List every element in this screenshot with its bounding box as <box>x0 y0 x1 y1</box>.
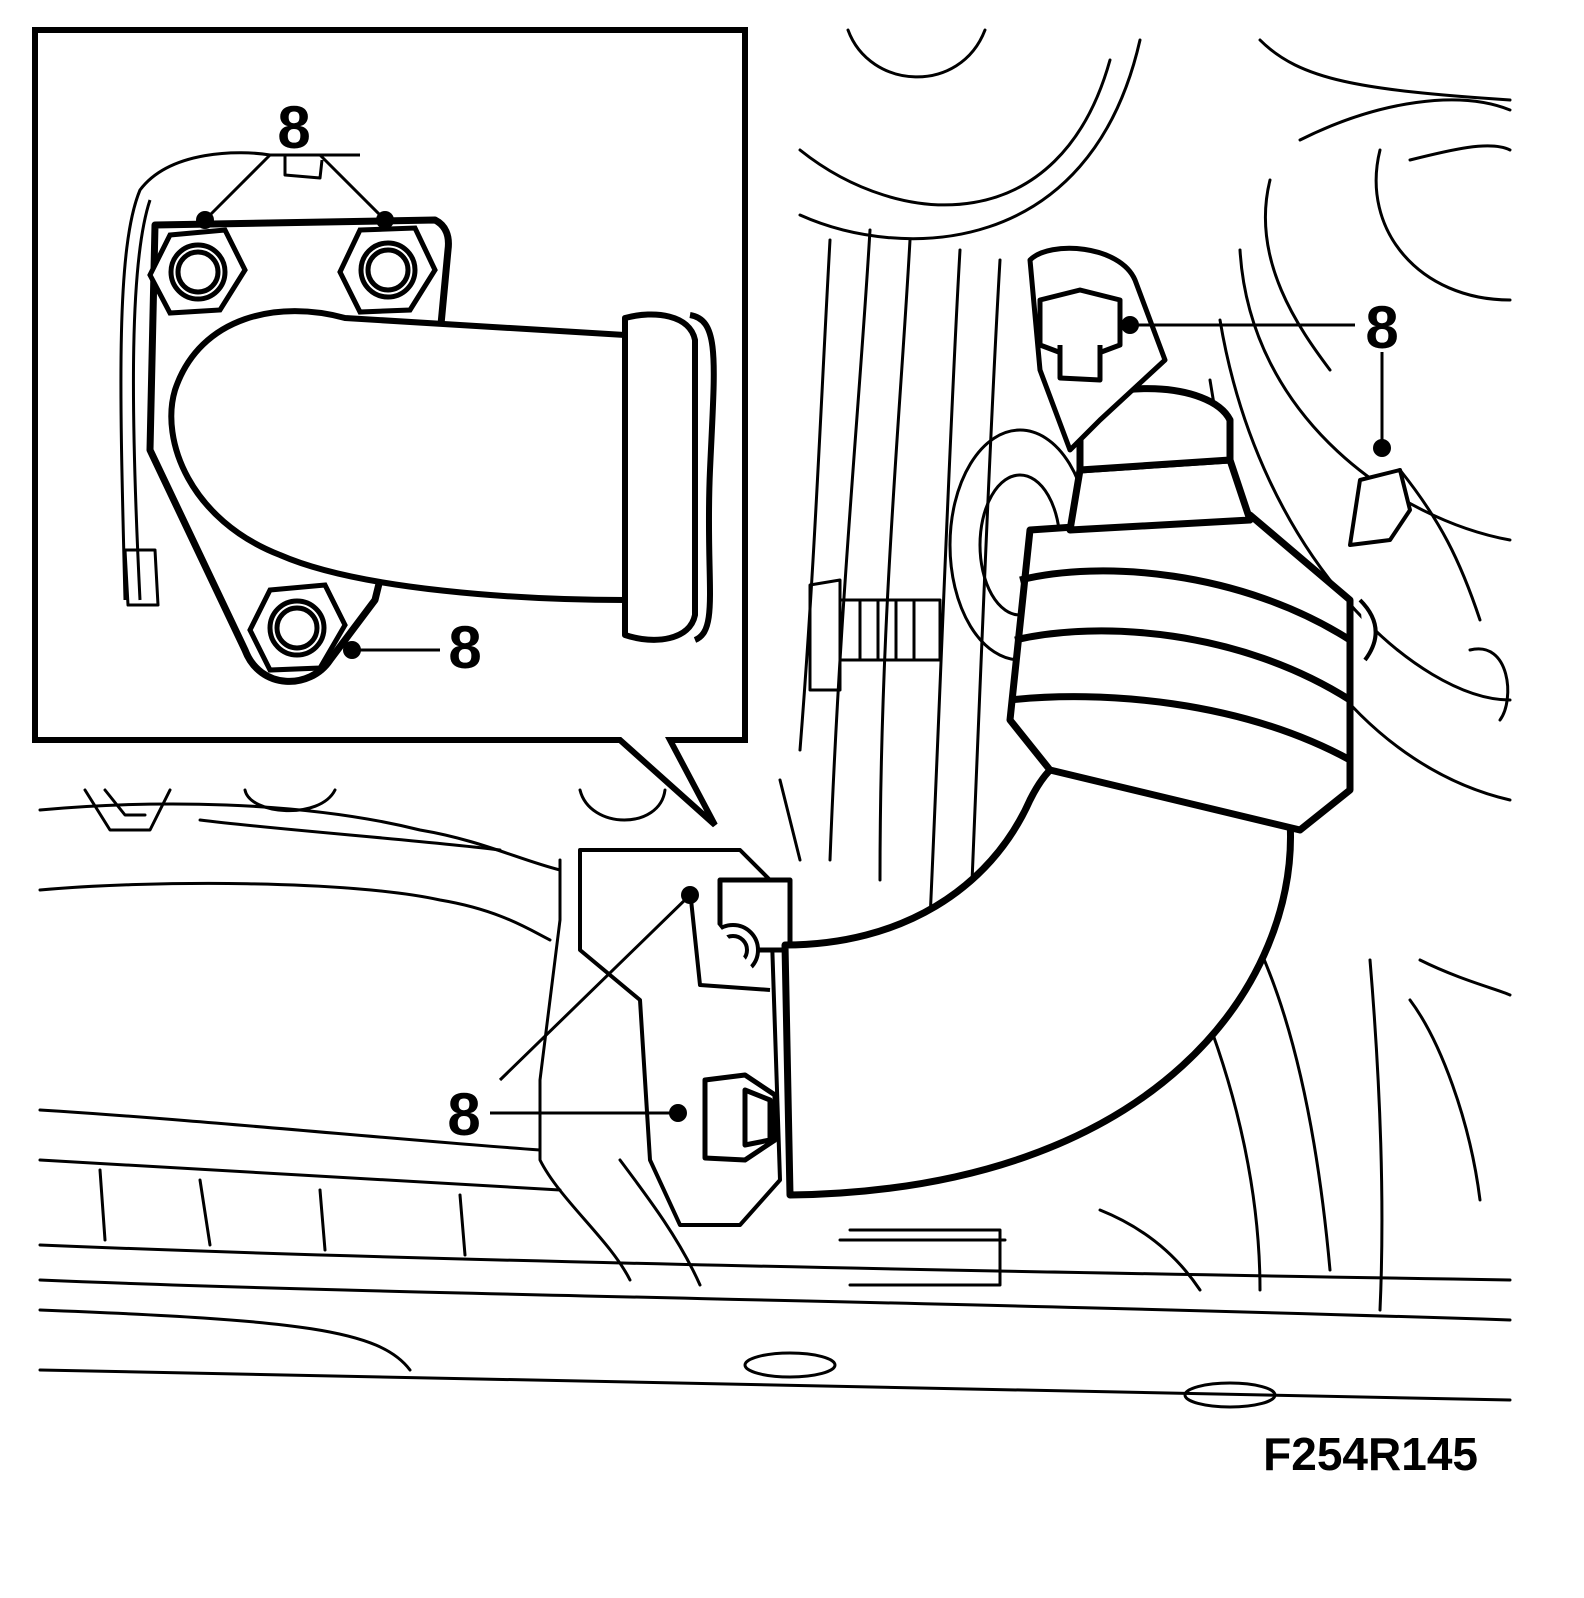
leader-dot <box>669 1104 687 1122</box>
leader-dot <box>1121 316 1139 334</box>
leader-dot <box>376 211 394 229</box>
inset-detail <box>32 27 748 828</box>
flex-bellows <box>1006 385 1354 834</box>
inset-pipe <box>168 308 717 643</box>
callout-label-inset-top: 8 <box>277 94 310 161</box>
callout-label-upper-right: 8 <box>1365 294 1398 361</box>
inset-nut-top-right <box>337 225 438 315</box>
callout-label-lower-left: 8 <box>447 1081 480 1148</box>
leader-dot <box>681 886 699 904</box>
lower-flange-bolt <box>702 1072 778 1163</box>
leader-dots <box>196 211 1391 1122</box>
figure-id: F254R145 <box>1263 1428 1478 1480</box>
right-mount-bolt <box>1348 468 1412 662</box>
inset-nut-top-left <box>147 227 248 316</box>
leader-dot <box>196 211 214 229</box>
leader-lines <box>203 153 1384 1115</box>
leader-dot <box>1373 439 1391 457</box>
inset-nut-bottom <box>247 582 348 673</box>
upper-mount-bracket <box>1027 245 1168 453</box>
leader-dot <box>343 641 361 659</box>
callout-label-inset-bottom: 8 <box>448 614 481 681</box>
